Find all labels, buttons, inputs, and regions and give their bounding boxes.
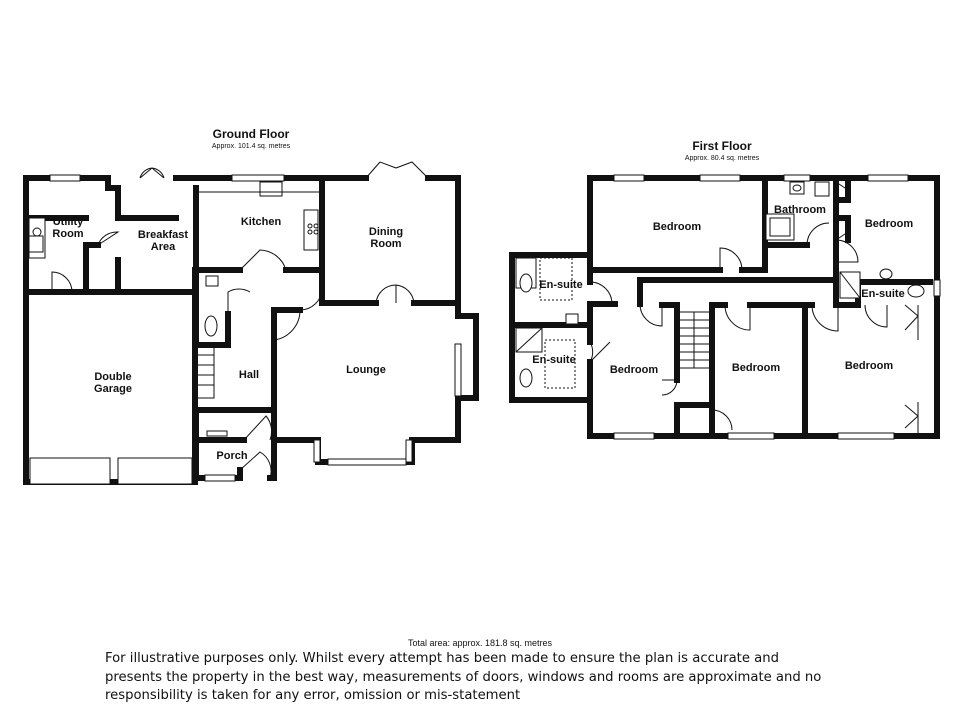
bedroom-2-label: Bedroom xyxy=(865,218,914,230)
utility-room-label-line1: Utility xyxy=(53,216,84,228)
bedroom-1-label: Bedroom xyxy=(653,221,702,233)
ensuite-1-label: En-suite xyxy=(539,279,582,291)
total-area: Total area: approx. 181.8 sq. metres xyxy=(408,638,553,648)
dining-room-label-line2: Room xyxy=(370,238,401,250)
ground-floor-walls xyxy=(23,175,479,485)
utility-room-label-line2: Room xyxy=(52,228,83,240)
first-floor-room-labels: Bedroom Bathroom Bedroom En-suite En-sui… xyxy=(532,204,913,376)
ground-floor-fixtures xyxy=(28,181,322,399)
dining-room-label-line1: Dining xyxy=(369,226,403,238)
porch-label: Porch xyxy=(216,450,247,462)
ensuite-3-label: En-suite xyxy=(532,354,575,366)
breakfast-area-label-line1: Breakfast xyxy=(138,229,188,241)
first-floor-walls xyxy=(509,175,940,439)
ground-floor-area: Approx. 101.4 sq. metres xyxy=(212,143,291,150)
ground-floor-title: Ground Floor xyxy=(213,127,290,141)
ensuite-2-label: En-suite xyxy=(861,288,904,300)
first-floor-fixtures xyxy=(515,181,925,389)
double-garage-label-line2: Garage xyxy=(94,383,132,395)
breakfast-area-label-line2: Area xyxy=(151,241,176,253)
first-floor-windows xyxy=(613,174,941,440)
bedroom-5-label: Bedroom xyxy=(845,360,894,372)
lounge-label: Lounge xyxy=(346,364,386,376)
disclaimer-text: For illustrative purposes only. Whilst e… xyxy=(105,651,822,703)
first-floor-doors xyxy=(589,181,919,436)
kitchen-label: Kitchen xyxy=(241,216,282,228)
ground-floor-doors xyxy=(51,161,429,479)
bathroom-label: Bathroom xyxy=(774,204,826,216)
bedroom-3-label: Bedroom xyxy=(610,364,659,376)
first-floor-title: First Floor xyxy=(692,139,752,153)
ground-floor-room-labels: Utility Room Breakfast Area Kitchen Dini… xyxy=(52,216,403,462)
ground-floor: Ground Floor Approx. 101.4 sq. metres xyxy=(23,127,479,485)
double-garage-label-line1: Double xyxy=(94,371,131,383)
first-floor-area: Approx. 80.4 sq. metres xyxy=(685,155,760,162)
ground-floor-windows xyxy=(29,174,462,485)
hall-label: Hall xyxy=(239,369,259,381)
first-floor: First Floor Approx. 80.4 sq. metres xyxy=(509,139,941,440)
bedroom-4-label: Bedroom xyxy=(732,362,781,374)
